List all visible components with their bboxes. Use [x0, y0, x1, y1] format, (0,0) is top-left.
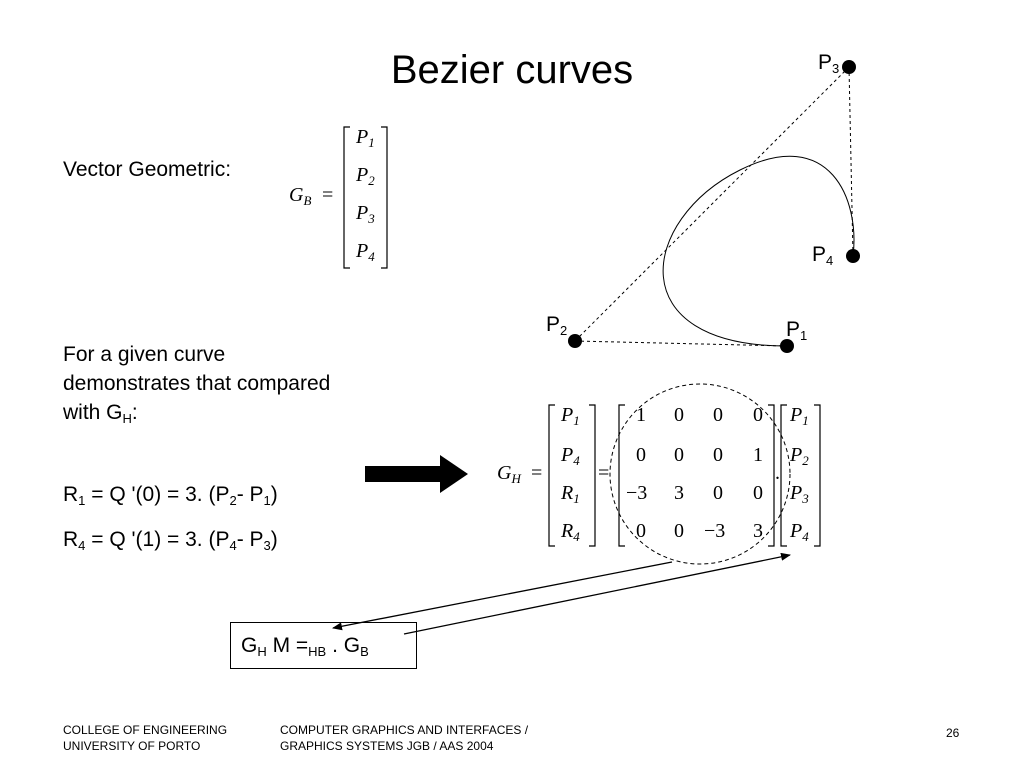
- gb-entry: P2: [356, 164, 375, 188]
- m-cell: 3: [753, 520, 763, 542]
- point-label-p1: P1: [786, 318, 808, 343]
- equation-r1: R1 = Q '(0) = 3. (P2- P1): [63, 483, 278, 508]
- gh-equals: =: [531, 462, 543, 484]
- gb-entry: P1: [356, 126, 375, 150]
- m-cell: 3: [674, 482, 684, 504]
- gh-matrix-brackets: [548, 404, 821, 547]
- gh-left-entry: R1: [561, 482, 580, 506]
- equation-r4: R4 = Q '(1) = 3. (P4- P3): [63, 528, 278, 553]
- gh-right-entry: P2: [790, 444, 809, 468]
- gb-lhs: GB: [289, 184, 312, 208]
- point-p2-dot: [568, 334, 582, 348]
- point-label-p4: P4: [812, 243, 834, 268]
- point-label-p3: P3: [818, 51, 840, 76]
- gh-left-entry: P1: [561, 404, 580, 428]
- slide-title: Bezier curves: [390, 48, 634, 92]
- gh-right-entry: P3: [790, 482, 809, 506]
- m-cell: 0: [713, 444, 723, 466]
- point-label-p2: P2: [546, 313, 568, 338]
- arrow-to-gb: [403, 552, 791, 635]
- control-polygon: [574, 66, 854, 347]
- gh-left-entry: R4: [561, 520, 580, 544]
- m-cell: 0: [636, 444, 646, 466]
- m-cell: 0: [674, 444, 684, 466]
- m-cell: 0: [713, 404, 723, 426]
- m-cell: −3: [704, 520, 726, 542]
- gh-right-entry: P1: [790, 404, 809, 428]
- gb-matrix-brackets: [343, 126, 388, 269]
- formula-box: GH M =HB . GB: [230, 622, 417, 669]
- gh-left-entry: P4: [561, 444, 580, 468]
- bezier-curve: [662, 155, 855, 347]
- gh-lhs: GH: [497, 462, 521, 486]
- footer-course: COMPUTER GRAPHICS AND INTERFACES / GRAPH…: [280, 723, 529, 753]
- description-text: For a given curve demonstrates that comp…: [63, 343, 331, 426]
- gh-right-entry: P4: [790, 520, 809, 544]
- gb-entry: P4: [356, 240, 375, 264]
- m-cell: −3: [626, 482, 648, 504]
- footer-institution: COLLEGE OF ENGINEERING UNIVERSITY OF POR…: [63, 723, 228, 753]
- point-p1-dot: [780, 339, 794, 353]
- point-p3-dot: [842, 60, 856, 74]
- m-cell: 0: [713, 482, 723, 504]
- m-cell: 0: [753, 404, 763, 426]
- big-right-arrow: [365, 455, 468, 493]
- matrix-dot: .: [775, 462, 780, 484]
- highlight-circle: [609, 383, 791, 565]
- page-number: 26: [946, 726, 960, 740]
- point-p4-dot: [846, 249, 860, 263]
- gb-equals: =: [322, 184, 334, 206]
- vector-geometric-label: Vector Geometric:: [63, 158, 232, 181]
- m-cell: 1: [636, 404, 646, 426]
- arrow-to-formula: [332, 561, 673, 631]
- m-cell: 0: [636, 520, 646, 542]
- m-cell: 0: [674, 520, 684, 542]
- gb-entry: P3: [356, 202, 375, 226]
- m-cell: 0: [753, 482, 763, 504]
- m-cell: 1: [753, 444, 763, 466]
- gh-equals-2: =: [598, 462, 610, 484]
- m-cell: 0: [674, 404, 684, 426]
